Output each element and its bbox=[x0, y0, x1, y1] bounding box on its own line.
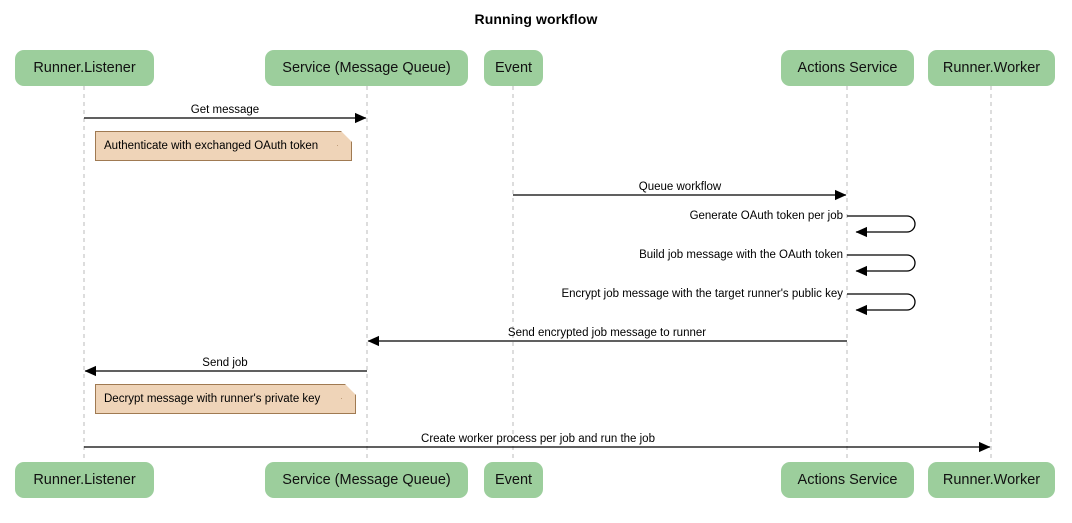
participant-runner-worker-top[interactable]: Runner.Worker bbox=[928, 50, 1055, 86]
participant-label: Actions Service bbox=[797, 472, 898, 488]
participant-actions-service-bottom[interactable]: Actions Service bbox=[781, 462, 914, 498]
participant-label: Event bbox=[494, 472, 533, 488]
participant-runner-listener-bottom[interactable]: Runner.Listener bbox=[15, 462, 154, 498]
participant-label: Event bbox=[494, 60, 533, 76]
participant-runner-listener-top[interactable]: Runner.Listener bbox=[15, 50, 154, 86]
note-authenticate-note: Authenticate with exchanged OAuth token bbox=[95, 131, 352, 161]
participant-label: Runner.Listener bbox=[33, 472, 136, 488]
participant-service-mq-top[interactable]: Service (Message Queue) bbox=[265, 50, 468, 86]
participant-label: Service (Message Queue) bbox=[282, 60, 451, 76]
participant-label: Service (Message Queue) bbox=[282, 472, 451, 488]
message-label-create-worker-process: Create worker process per job and run th… bbox=[421, 433, 655, 445]
participant-actions-service-top[interactable]: Actions Service bbox=[781, 50, 914, 86]
self-loop-build-job-message-with-oauth-token bbox=[847, 254, 916, 277]
lifelines-group bbox=[83, 86, 992, 462]
message-label-send-encrypted-job-message-to-runner: Send encrypted job message to runner bbox=[507, 327, 707, 339]
messages-group bbox=[84, 112, 991, 453]
note-fold-edge-icon bbox=[337, 131, 352, 146]
participant-label: Runner.Worker bbox=[942, 472, 1041, 488]
participant-label: Actions Service bbox=[797, 60, 898, 76]
participant-label: Runner.Worker bbox=[942, 60, 1041, 76]
page-title: Running workflow bbox=[474, 11, 598, 27]
participant-runner-worker-bottom[interactable]: Runner.Worker bbox=[928, 462, 1055, 498]
note-text: Decrypt message with runner's private ke… bbox=[104, 393, 321, 405]
note-text: Authenticate with exchanged OAuth token bbox=[104, 140, 319, 152]
participant-label: Runner.Listener bbox=[33, 60, 136, 76]
message-label-generate-oauth-token-per-job: Generate OAuth token per job bbox=[689, 210, 843, 222]
message-label-encrypt-job-message-public-key: Encrypt job message with the target runn… bbox=[561, 288, 843, 300]
self-loop-encrypt-job-message-public-key bbox=[847, 293, 916, 316]
message-label-get-message: Get message bbox=[190, 104, 260, 116]
message-label-queue-workflow: Queue workflow bbox=[638, 181, 722, 193]
note-fold-edge-icon bbox=[341, 384, 356, 399]
note-decrypt-note: Decrypt message with runner's private ke… bbox=[95, 384, 356, 414]
message-label-build-job-message-with-oauth-token: Build job message with the OAuth token bbox=[639, 249, 843, 261]
message-label-send-job: Send job bbox=[202, 357, 248, 369]
participant-event-top[interactable]: Event bbox=[484, 50, 543, 86]
self-loop-generate-oauth-token-per-job bbox=[847, 215, 916, 238]
participant-service-mq-bottom[interactable]: Service (Message Queue) bbox=[265, 462, 468, 498]
participant-event-bottom[interactable]: Event bbox=[484, 462, 543, 498]
